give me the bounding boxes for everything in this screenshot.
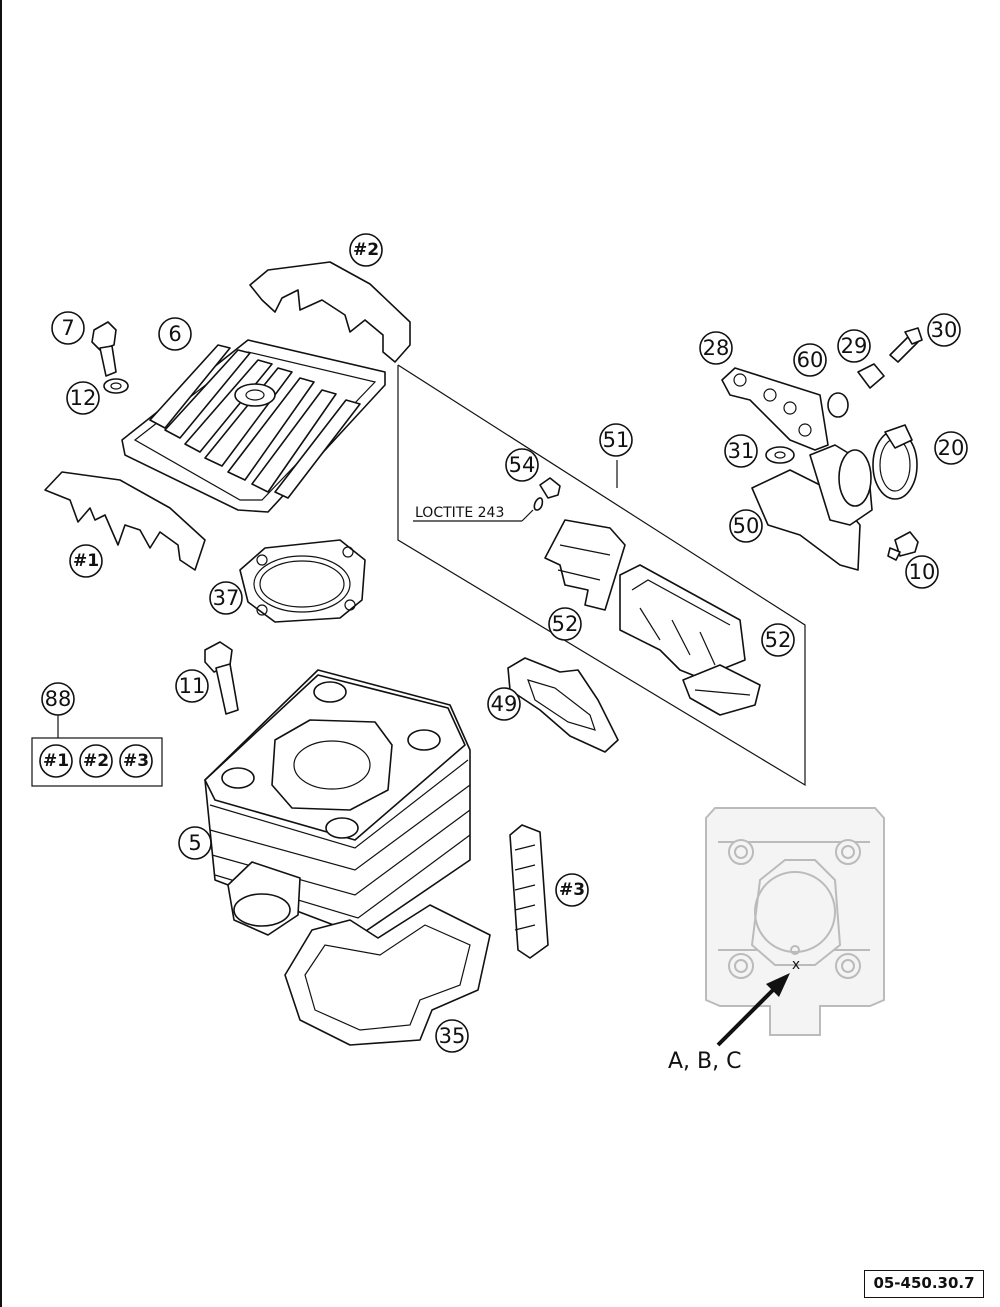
svg-text:#2: #2 xyxy=(353,240,379,260)
svg-text:11: 11 xyxy=(179,674,206,698)
ref-baffle-3: #3 xyxy=(555,873,589,907)
page-left-border xyxy=(0,0,2,1307)
svg-text:60: 60 xyxy=(797,348,824,372)
kit-item-3: #3 xyxy=(119,744,153,778)
washer-31 xyxy=(765,446,795,464)
cylinder-top-reference-view xyxy=(705,807,885,1036)
reed-petals-lower xyxy=(682,664,761,716)
svg-text:30: 30 xyxy=(931,318,958,342)
callout-30: 30 xyxy=(927,313,961,347)
callout-88: 88 xyxy=(41,682,75,716)
svg-text:52: 52 xyxy=(765,628,792,652)
callout-28: 28 xyxy=(699,331,733,365)
callout-37: 37 xyxy=(209,581,243,615)
washer-12 xyxy=(103,378,129,394)
svg-text:6: 6 xyxy=(168,322,181,346)
svg-text:52: 52 xyxy=(552,612,579,636)
callout-52-lower: 52 xyxy=(761,623,795,657)
callout-10: 10 xyxy=(905,555,939,589)
intake-manifold xyxy=(751,444,873,571)
loctite-leader xyxy=(521,509,534,522)
svg-text:50: 50 xyxy=(733,514,760,538)
measure-point-mark: x xyxy=(792,957,800,973)
kit-item-1: #1 xyxy=(39,744,73,778)
svg-text:37: 37 xyxy=(213,586,240,610)
callout-31: 31 xyxy=(724,434,758,468)
svg-text:7: 7 xyxy=(61,316,74,340)
svg-text:#1: #1 xyxy=(43,751,69,771)
reed-screw xyxy=(533,477,561,511)
ref-baffle-2: #2 xyxy=(349,233,383,267)
svg-text:28: 28 xyxy=(703,336,730,360)
callout-6: 6 xyxy=(158,317,192,351)
base-gasket xyxy=(284,904,491,1046)
svg-text:20: 20 xyxy=(938,436,965,460)
bushing-60 xyxy=(827,392,849,418)
document-id-label: 05-450.30.7 xyxy=(864,1270,984,1298)
ref-baffle-1: #1 xyxy=(69,544,103,578)
callout-60: 60 xyxy=(793,343,827,377)
svg-text:#3: #3 xyxy=(123,751,149,771)
svg-text:88: 88 xyxy=(45,687,72,711)
callout-7: 7 xyxy=(51,311,85,345)
reed-block xyxy=(619,564,746,679)
callout-35: 35 xyxy=(435,1019,469,1053)
reed-petals-upper xyxy=(544,519,626,611)
cylinder xyxy=(204,669,471,936)
reed-valve-group-frame xyxy=(397,364,806,787)
callout-11: 11 xyxy=(175,669,209,703)
cylinder-bolt xyxy=(204,641,239,715)
kit-item-2: #2 xyxy=(79,744,113,778)
callout-12: 12 xyxy=(66,381,100,415)
callout-50: 50 xyxy=(729,509,763,543)
svg-text:#3: #3 xyxy=(559,880,585,900)
svg-text:29: 29 xyxy=(841,334,868,358)
intake-gasket xyxy=(507,657,619,753)
baffle-2 xyxy=(249,261,411,363)
callout-29: 29 xyxy=(837,329,871,363)
measure-point-arrow xyxy=(716,973,790,1047)
svg-text:#2: #2 xyxy=(83,751,109,771)
baffle-3 xyxy=(509,824,549,959)
svg-text:5: 5 xyxy=(188,831,201,855)
callout-49: 49 xyxy=(487,687,521,721)
loctite-label: LOCTITE 243 xyxy=(415,505,504,521)
svg-text:31: 31 xyxy=(728,439,755,463)
callout-20: 20 xyxy=(934,431,968,465)
manifold-bolt xyxy=(887,531,919,561)
svg-text:12: 12 xyxy=(70,386,97,410)
svg-text:51: 51 xyxy=(603,428,630,452)
baffle-1 xyxy=(44,471,206,571)
bolt-30 xyxy=(889,327,923,363)
cylinder-head xyxy=(121,339,386,513)
callout-54: 54 xyxy=(505,448,539,482)
callout-52-upper: 52 xyxy=(548,607,582,641)
mounting-bracket xyxy=(721,367,829,451)
callout-5: 5 xyxy=(178,826,212,860)
callout-51: 51 xyxy=(599,423,633,457)
spacer-29 xyxy=(857,363,885,389)
svg-text:49: 49 xyxy=(491,692,518,716)
measure-point-label: A, B, C xyxy=(668,1049,741,1074)
hose-clamp xyxy=(872,424,918,500)
svg-text:#1: #1 xyxy=(73,551,99,571)
head-gasket xyxy=(239,539,366,623)
svg-text:10: 10 xyxy=(909,560,936,584)
svg-text:35: 35 xyxy=(439,1024,466,1048)
head-bolt xyxy=(91,321,117,377)
svg-text:54: 54 xyxy=(509,453,536,477)
